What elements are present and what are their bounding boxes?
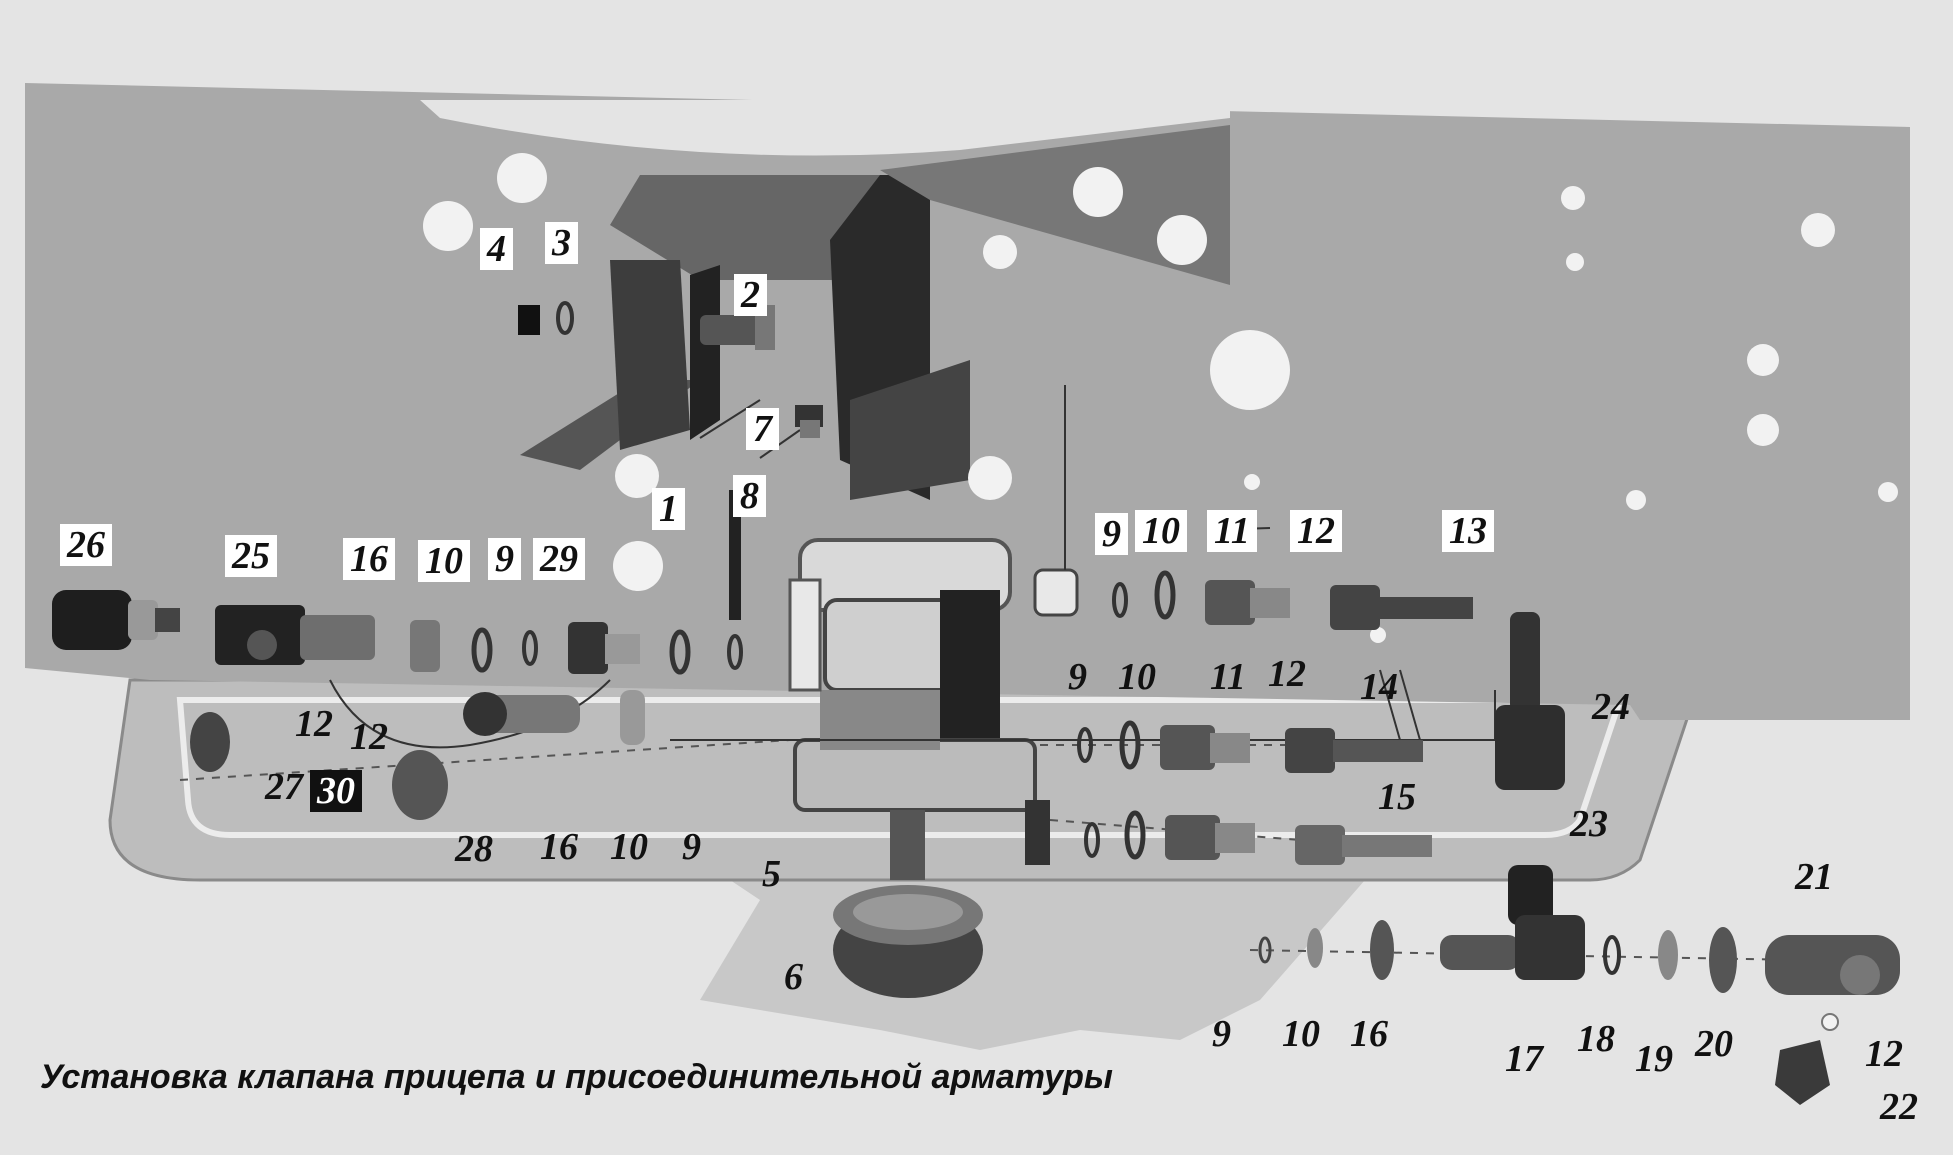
callout-14: 14	[1360, 666, 1398, 708]
callout-6: 6	[784, 956, 803, 998]
trailer-valve	[788, 538, 1079, 998]
callout-1: 1	[652, 488, 685, 530]
callout-22: 22	[1880, 1086, 1918, 1128]
callout-5: 5	[762, 853, 781, 895]
callout-10-left: 10	[418, 540, 470, 582]
callout-26: 26	[60, 524, 112, 566]
figure-caption: Установка клапана прицепа и присоедините…	[40, 1058, 1113, 1096]
callout-2: 2	[734, 274, 767, 316]
callout-12-left-a: 12	[295, 703, 333, 745]
frame-top-curve	[420, 100, 1230, 156]
callout-27: 27	[265, 766, 303, 808]
callout-10-bottom-left: 10	[610, 826, 648, 868]
callout-17: 17	[1505, 1038, 1543, 1080]
callout-9-bottom-left: 9	[682, 826, 701, 868]
callout-29: 29	[533, 538, 585, 580]
callout-21: 21	[1795, 856, 1833, 898]
callout-24: 24	[1592, 686, 1630, 728]
left-fittings	[52, 590, 743, 820]
callout-16-right: 16	[1350, 1013, 1388, 1055]
callout-23: 23	[1570, 803, 1608, 845]
callout-9-bottom-right: 9	[1212, 1013, 1231, 1055]
callout-10-bottom-right: 10	[1282, 1013, 1320, 1055]
callout-3: 3	[545, 222, 578, 264]
callout-25: 25	[225, 535, 277, 577]
valve-bracket	[520, 125, 1230, 620]
callout-13: 13	[1442, 510, 1494, 552]
callout-10-middle: 10	[1118, 656, 1156, 698]
callout-10-upper: 10	[1135, 510, 1187, 552]
callout-18: 18	[1577, 1018, 1615, 1060]
callout-19: 19	[1635, 1038, 1673, 1080]
small-parts	[518, 301, 823, 438]
callout-12-middle: 12	[1268, 653, 1306, 695]
callout-16-bottom: 16	[540, 826, 578, 868]
callout-9-upper: 9	[1095, 513, 1128, 555]
frame-holes	[423, 153, 1898, 643]
callout-4: 4	[480, 228, 513, 270]
callout-15: 15	[1378, 776, 1416, 818]
callout-20: 20	[1695, 1023, 1733, 1065]
callout-11-upper: 11	[1207, 510, 1257, 552]
callout-12-left-b: 12	[350, 716, 388, 758]
right-fittings	[1077, 570, 1900, 1105]
lower-plate-inner	[176, 697, 1625, 838]
callout-7: 7	[746, 408, 779, 450]
callout-28: 28	[455, 828, 493, 870]
callout-8: 8	[733, 475, 766, 517]
callout-16-left: 16	[343, 538, 395, 580]
callout-12-upper: 12	[1290, 510, 1342, 552]
callout-9-middle: 9	[1068, 656, 1087, 698]
callout-12-right: 12	[1865, 1033, 1903, 1075]
callout-9-left: 9	[488, 538, 521, 580]
callout-11-middle: 11	[1210, 656, 1246, 698]
callout-30: 30	[310, 770, 362, 812]
